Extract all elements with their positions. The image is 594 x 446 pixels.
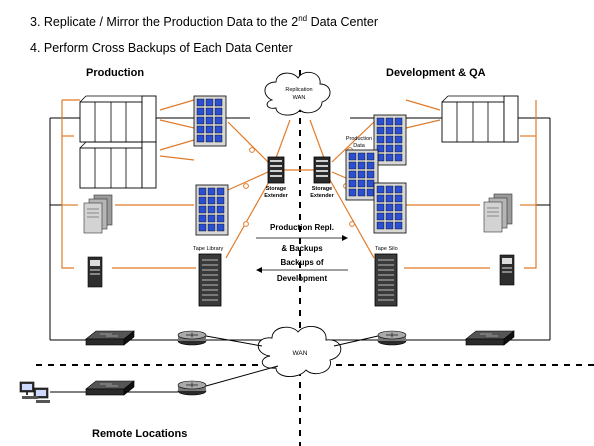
header-item-4: 4. Perform Cross Backups of Each Data Ce… (30, 41, 293, 55)
replication-wan-cloud: Replication WAN (264, 71, 331, 116)
workstations-icon (19, 381, 50, 403)
right-extender-label-1: Storage (312, 186, 332, 192)
server-cluster-icon (83, 194, 113, 234)
remote-links (50, 335, 379, 393)
left-extender-label-1: Storage (266, 186, 286, 192)
tape-library-icon (198, 253, 222, 307)
tape-library-label: Tape Library (193, 246, 224, 252)
production-data-label-2: Data (353, 143, 366, 149)
arrow-right (256, 235, 348, 241)
disk-array-icon (373, 182, 407, 234)
disk-array-icon (193, 95, 227, 147)
header-item-3: 3. Replicate / Mirror the Production Dat… (30, 14, 378, 29)
router-icon (177, 380, 207, 396)
production-data-label-1: Production (346, 136, 372, 142)
router-icon (177, 330, 207, 346)
replication-label-1: Replication (285, 87, 312, 93)
storage-links (61, 99, 537, 269)
production-data-array-icon (345, 149, 379, 201)
remote-title: Remote Locations (92, 428, 187, 440)
tape-silo-label: Tape Silo (375, 246, 398, 252)
devqa-title: Development & QA (386, 67, 486, 79)
backups-of-label: Backups of (280, 258, 323, 267)
disk-array-icon (195, 184, 229, 236)
tower-server-icon (499, 254, 515, 286)
production-title: Production (86, 67, 144, 79)
arrow-left (256, 267, 348, 273)
mainframe-icon (79, 141, 157, 189)
mainframe-icon (79, 95, 157, 143)
and-backups-label: & Backups (281, 244, 323, 253)
network-switch-icon (85, 330, 135, 346)
mainframe-icon (441, 95, 519, 143)
development-label: Development (277, 274, 328, 283)
network-switch-icon (85, 380, 135, 396)
storage-extender-icon (313, 156, 331, 184)
network-switch-icon (465, 330, 515, 346)
prod-repl-label: Production Repl. (270, 223, 334, 232)
disk-array-icon (373, 114, 407, 166)
tape-silo-icon (374, 253, 398, 307)
storage-extender-icon (267, 156, 285, 184)
router-icon (377, 330, 407, 346)
tower-server-icon (87, 256, 103, 288)
wan-cloud: WAN (257, 325, 342, 377)
wan-label: WAN (293, 350, 308, 357)
left-extender-label-2: Extender (264, 193, 288, 199)
server-cluster-icon (483, 193, 513, 233)
replication-label-2: WAN (293, 95, 306, 101)
right-extender-label-2: Extender (310, 193, 334, 199)
